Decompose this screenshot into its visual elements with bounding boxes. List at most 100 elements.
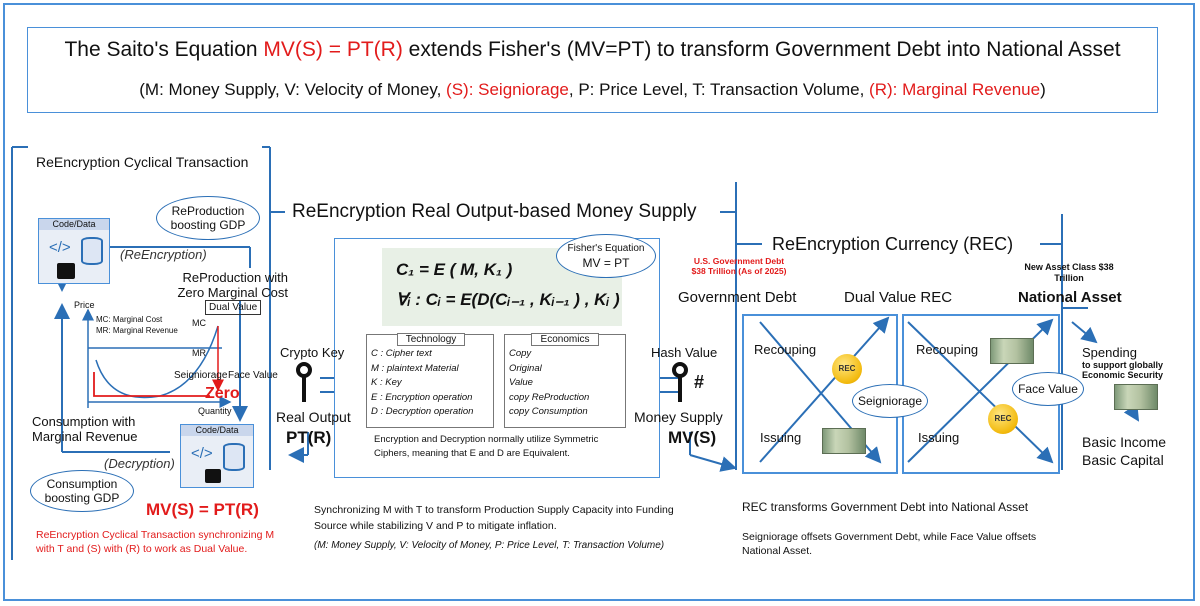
dollar-bill-icon — [1114, 384, 1158, 410]
us-debt-label: U.S. Government Debt $38 Trillion (As of… — [691, 256, 787, 276]
subtitle: (M: Money Supply, V: Velocity of Money, … — [28, 80, 1157, 100]
left-heading: ReEncryption Cyclical Transaction — [36, 154, 249, 170]
code-icon-bottom: </> — [191, 445, 213, 462]
technology-header: Technology — [397, 333, 465, 346]
real-output-label: Real Output — [276, 409, 351, 425]
title-equation: MV(S) = PT(R) — [263, 38, 403, 61]
subtitle-marginal-revenue: (R): Marginal Revenue — [869, 80, 1041, 99]
face-value-bubble: Face Value — [1012, 372, 1084, 406]
econ-row: Value — [509, 377, 533, 388]
recouping-left: Recouping — [754, 342, 817, 357]
technology-rows: C : Cipher text M : plaintext Material K… — [371, 347, 473, 420]
hash-symbol-icon: # — [694, 372, 705, 392]
title-text-1: The Saito's Equation — [64, 38, 264, 61]
spending-label: Spending — [1082, 345, 1137, 360]
transforms-text: REC transforms Government Debt into Nati… — [742, 500, 1029, 514]
sync-legend: (M: Money Supply, V: Velocity of Money, … — [314, 540, 665, 551]
offsets-text: Seigniorage offsets Government Debt, whi… — [742, 531, 1037, 557]
recouping-right: Recouping — [916, 342, 979, 357]
chart-zero-label: Zero — [205, 385, 240, 402]
bubble-reproduction-text: ReProduction boosting GDP — [170, 204, 246, 232]
reproduction-zero-cost: ReProduction with Zero Marginal Cost — [177, 270, 288, 300]
seigniorage-text: Seigniorage — [857, 394, 923, 408]
chart-mc-legend: MC: Marginal Cost — [96, 315, 163, 324]
chart-face-value-label: Face Value — [228, 370, 278, 381]
tech-row: C : Cipher text — [371, 348, 432, 359]
tech-row: K : Key — [371, 377, 402, 388]
center-heading: ReEncryption Real Output-based Money Sup… — [292, 201, 697, 222]
outer-frame — [3, 3, 1195, 601]
lock-icon — [57, 263, 75, 279]
tech-row: M : plaintext Material — [371, 362, 459, 374]
issuing-left: Issuing — [760, 430, 802, 445]
reencryption-label: (ReEncryption) — [120, 247, 207, 262]
decryption-label: (Decryption) — [104, 456, 175, 471]
subtitle-seigniorage: (S): Seigniorage — [446, 80, 569, 99]
dollar-bill-icon — [822, 428, 866, 454]
mv-s-label: MV(S) — [668, 428, 717, 447]
formula-1: C₁ = E ( M, K₁ ) — [396, 260, 513, 279]
bubble-consumption: Consumption boosting GDP — [30, 470, 134, 512]
chart-seigniorage-label: Seigniorage — [174, 370, 228, 381]
national-asset-label: National Asset — [1018, 289, 1122, 306]
bubble-reproduction: ReProduction boosting GDP — [156, 196, 260, 240]
technology-table: Technology C : Cipher text M : plaintext… — [366, 333, 494, 428]
seigniorage-bubble: Seigniorage — [852, 384, 928, 418]
hash-key-icon-shaft — [678, 376, 682, 402]
subtitle-mid: , P: Price Level, T: Transaction Volume, — [568, 80, 870, 99]
dual-rec-label: Dual Value REC — [844, 289, 953, 306]
basic-capital-label: Basic Capital — [1082, 452, 1164, 468]
dual-value-box: Dual Value — [205, 300, 262, 315]
money-supply-label: Money Supply — [634, 409, 723, 425]
left-equation: MV(S) = PT(R) — [146, 500, 259, 519]
chart-quantity-label: Quantity — [198, 406, 232, 416]
right-heading: ReEncryption Currency (REC) — [772, 234, 1014, 254]
spending-sub-label: to support globally Economic Security — [1082, 360, 1164, 380]
fisher-equation: MV = PT — [582, 256, 630, 270]
subtitle-close: ) — [1040, 80, 1046, 99]
economics-rows: Copy Original Value copy ReProduction co… — [509, 347, 589, 420]
fisher-title: Fisher's Equation — [567, 243, 645, 254]
chart-mr-label: MR — [192, 348, 206, 358]
econ-row: Copy — [509, 348, 532, 359]
key-icon-shaft — [302, 376, 306, 402]
code-icon: </> — [49, 239, 71, 256]
rec-coin-icon: REC — [988, 404, 1018, 434]
page-title: The Saito's Equation MV(S) = PT(R) exten… — [28, 38, 1157, 62]
econ-row: Original — [509, 362, 542, 374]
code-data-top-label: Code/Data — [39, 219, 109, 230]
tech-row: D : Decryption operation — [371, 406, 474, 417]
econ-row: copy ReProduction — [509, 391, 590, 403]
consumption-marginal-text: Consumption with Marginal Revenue — [32, 414, 138, 444]
database-icon — [81, 237, 103, 265]
tech-row: E : Encryption operation — [371, 391, 473, 403]
new-asset-label: New Asset Class $38 Trillion — [1024, 262, 1114, 283]
bubble-consumption-text: Consumption boosting GDP — [44, 477, 120, 505]
database-icon-bottom — [223, 443, 245, 471]
rec-coin-icon: REC — [832, 354, 862, 384]
sync-text: Synchronizing M with T to transform Prod… — [314, 504, 674, 532]
chart-mc-label: MC — [192, 318, 206, 328]
economics-table: Economics Copy Original Value copy RePro… — [504, 333, 626, 428]
code-data-top: Code/Data </> — [38, 218, 110, 284]
formula-2: ∀ᵢ : Cᵢ = E(D(Cᵢ₋₁ , Kᵢ₋₁ ) , Kᵢ ) — [396, 290, 620, 309]
code-data-bottom: Code/Data </> — [180, 424, 254, 488]
econ-row: copy Consumption — [509, 406, 588, 417]
chart-mr-legend: MR: Marginal Revenue — [96, 326, 178, 335]
face-value-text: Face Value — [1018, 382, 1078, 396]
issuing-right: Issuing — [918, 430, 960, 445]
economics-header: Economics — [531, 333, 599, 346]
subtitle-open: (M: Money Supply, V: Velocity of Money, — [139, 80, 447, 99]
crypto-key-label: Crypto Key — [280, 345, 345, 360]
consumption-marginal: Consumption with Marginal Revenue — [32, 414, 172, 444]
left-footnote: ReEncryption Cyclical Transaction synchr… — [36, 529, 275, 555]
cipher-note: Encryption and Decryption normally utili… — [374, 434, 599, 459]
title-box: The Saito's Equation MV(S) = PT(R) exten… — [27, 27, 1158, 113]
basic-income-label: Basic Income — [1082, 434, 1167, 450]
lock-icon-bottom — [205, 469, 221, 483]
chart-price-label: Price — [74, 300, 95, 310]
bubble-fisher: Fisher's Equation MV = PT — [556, 234, 656, 278]
gov-debt-label: Government Debt — [678, 289, 797, 306]
code-data-bottom-label: Code/Data — [181, 425, 253, 436]
dollar-bill-icon — [990, 338, 1034, 364]
